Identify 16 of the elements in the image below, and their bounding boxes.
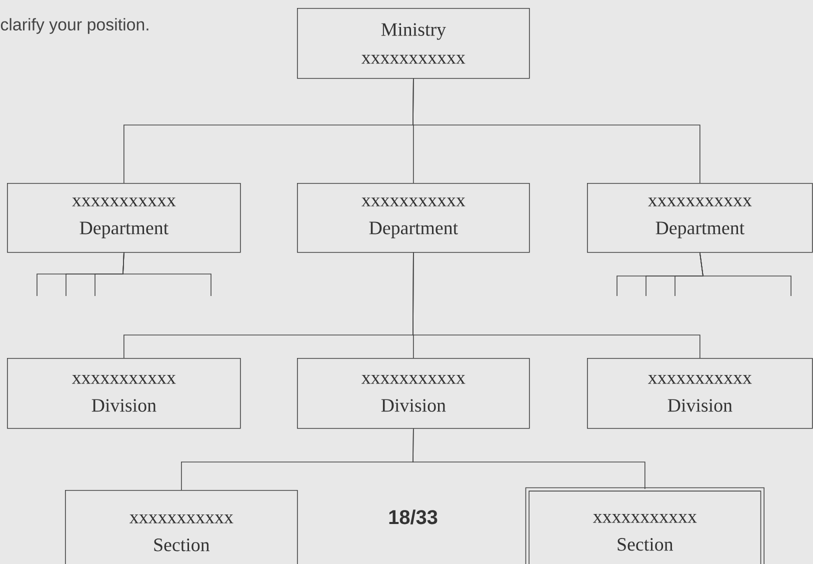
note-text: 18/33	[389, 510, 438, 524]
connector-line	[122, 252, 212, 296]
org-box: xxxxxxxxxxx Department	[587, 183, 813, 253]
note-text: clarify your position.	[0, 18, 148, 34]
connector-line	[700, 252, 792, 296]
org-box: xxxxxxxxxxx Division	[7, 358, 241, 429]
org-box: xxxxxxxxxxx Department	[7, 183, 241, 253]
org-box: xxxxxxxxxxx Section	[65, 490, 298, 564]
connector-line	[412, 252, 700, 358]
org-box: Ministry xxxxxxxxxxx	[297, 8, 530, 79]
org-box: xxxxxxxxxxx Section	[525, 487, 764, 564]
org-box: xxxxxxxxxxx Division	[297, 358, 530, 429]
org-box: xxxxxxxxxxx Department	[297, 183, 530, 253]
connector-line	[412, 428, 646, 490]
connector-line	[412, 78, 700, 184]
org-box: xxxxxxxxxxx Division	[587, 358, 813, 429]
